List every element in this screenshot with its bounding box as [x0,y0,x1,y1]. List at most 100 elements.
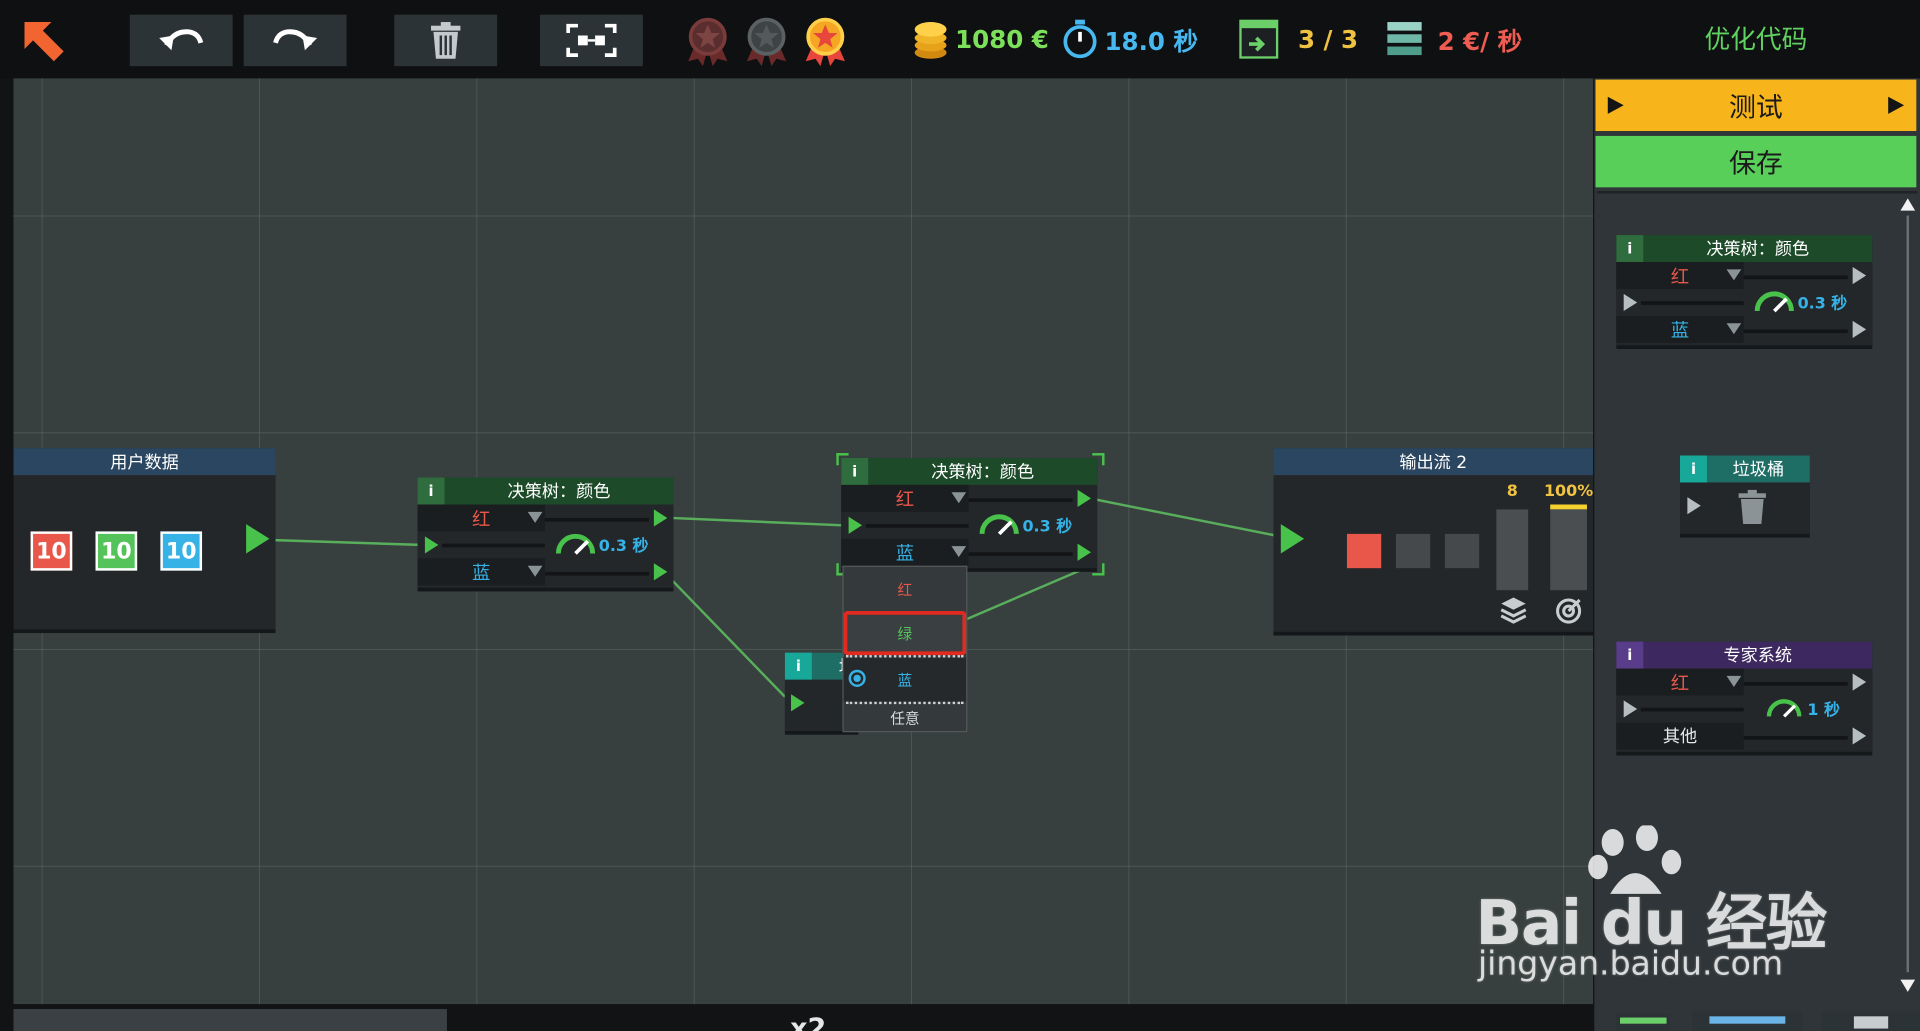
paw-icon [1588,825,1682,894]
dropdown-option-green[interactable]: 绿 [843,611,967,656]
link-tree2-output [1095,498,1280,538]
link-tree1-trash [670,578,786,698]
connection-lines [270,498,1280,698]
palette-tab-1[interactable] [1616,1013,1671,1031]
chevron-down-icon[interactable] [951,546,967,558]
bottom-input-bar[interactable] [13,1008,447,1031]
tree2-out2-port[interactable] [1077,543,1092,561]
color-dropdown[interactable]: 红 绿 蓝 任意 [842,565,968,733]
port-icon [1852,266,1867,285]
tree2-title: 决策树：颜色 [841,457,1098,485]
tree1-out1-port[interactable] [653,509,668,527]
flow-icon [1239,19,1279,59]
data-tile-red: 10 [30,531,73,571]
watermark-brand: Bai du 经验 [1475,887,1828,959]
dropdown-option-any[interactable]: 任意 [890,709,920,727]
fit-view-icon [566,23,617,57]
right-panel: 测试 保存 决策树：颜色 i 红 [1594,78,1920,1031]
speed-gauge-icon [1766,696,1803,720]
port-icon [1623,700,1638,718]
play-icon [1888,96,1905,114]
palette-expert-system[interactable]: 专家系统 i 红 1 秒 其他 [1616,641,1873,752]
info-icon[interactable]: i [1680,455,1707,483]
palette-expert-out2: 其他 [1616,722,1744,750]
info-icon[interactable]: i [1616,235,1644,263]
tree2-out1-port[interactable] [1077,489,1092,507]
tree2-input-port[interactable] [848,516,863,534]
info-icon[interactable]: i [784,652,812,680]
output-stream-node[interactable]: 输出流 2 8 100% [1273,448,1593,632]
chevron-down-icon[interactable] [951,492,967,504]
palette-expert-speed: 1 秒 [1807,701,1840,721]
percent-bar-fill [1550,504,1587,510]
optimize-code-button[interactable]: 优化代码 [1704,24,1808,54]
port-icon [1687,497,1701,515]
tree1-title: 决策树：颜色 [417,477,674,505]
test-button[interactable]: 测试 [1595,79,1917,132]
server-icon [1387,22,1422,56]
palette-scrollbar[interactable] [1900,198,1916,992]
save-button[interactable]: 保存 [1595,135,1917,188]
dropdown-option-red[interactable]: 红 [897,581,913,599]
output-input-port[interactable] [1280,524,1305,554]
timer-value: 18.0 秒 [1104,26,1198,56]
node-palette: 决策树：颜色 i 红 0.3 秒 蓝 垃圾桶 i [1596,191,1918,1031]
palette-tree-title: 决策树：颜色 [1616,235,1873,263]
dropdown-option-blue[interactable]: 蓝 [843,657,967,702]
output-percent: 100% [1543,482,1594,501]
user-data-node[interactable]: 用户数据 10 10 10 [13,448,276,630]
coins-stat: 1080 € [913,17,1049,61]
speed-gauge-icon [1753,289,1795,313]
percent-bar [1550,509,1587,591]
layers-icon [1500,597,1527,624]
medal-gold-icon [805,17,845,67]
fit-view-button[interactable] [540,14,643,67]
chevron-down-icon[interactable] [527,511,543,523]
palette-decision-tree[interactable]: 决策树：颜色 i 红 0.3 秒 蓝 [1616,235,1873,346]
link-userdata-tree1 [270,538,421,547]
palette-trash[interactable]: 垃圾桶 i [1680,455,1810,534]
data-tile-green: 10 [95,531,138,571]
top-bar: 1080 € 18.0 秒 3 / 3 2 €/ 秒 优化代码 [0,0,1920,79]
undo-button[interactable] [129,14,233,67]
progress-stat: 3 / 3 [1239,17,1358,61]
tree1-input-port[interactable] [424,536,439,554]
tree2-out2-label[interactable]: 蓝 [841,538,969,566]
palette-tree-out1: 红 [1616,262,1744,289]
chevron-down-icon[interactable] [527,565,543,577]
info-icon[interactable]: i [417,477,445,505]
rate-value: 2 €/ 秒 [1437,26,1523,56]
back-arrow-icon[interactable] [20,17,69,66]
rate-stat: 2 €/ 秒 [1386,17,1522,61]
radio-selected-icon [848,669,866,687]
link-tree2-trash [959,564,1092,624]
info-icon[interactable]: i [841,457,869,485]
coins-value: 1080 € [955,24,1049,54]
undo-icon [159,29,204,51]
palette-tab-3[interactable] [1822,1011,1920,1031]
redo-button[interactable] [243,14,347,67]
palette-tab-2[interactable] [1692,1011,1803,1031]
tree1-out2-label[interactable]: 蓝 [417,558,545,586]
tree2-out1-label[interactable]: 红 [841,484,969,512]
delete-button[interactable] [394,14,498,67]
palette-expert-out1: 红 [1616,668,1744,696]
node-canvas[interactable]: 用户数据 10 10 10 决策树：颜色 i 红 0.3 秒 蓝 [13,78,1594,1005]
chevron-down-icon [1726,269,1742,281]
expected-color-empty [1444,533,1480,569]
multiplier-label: x2 [790,1013,827,1031]
palette-expert-title: 专家系统 [1616,641,1873,669]
palette-tree-out2: 蓝 [1616,315,1744,343]
user-data-output-port[interactable] [246,524,270,554]
decision-tree-node-1[interactable]: 决策树：颜色 i 红 0.3 秒 蓝 [417,477,674,588]
watermark-url: jingyan.baidu.com [1477,945,1784,984]
speed-gauge-icon [978,512,1020,536]
tree1-out2-port[interactable] [653,563,668,581]
tree1-out1-label[interactable]: 红 [417,504,545,532]
trash-input-port[interactable] [791,694,805,712]
decision-tree-node-2[interactable]: 决策树：颜色 i 红 0.3 秒 蓝 [841,457,1098,569]
speed-multiplier[interactable]: x2 [710,1011,906,1031]
trash-icon [431,22,461,59]
info-icon[interactable]: i [1616,641,1644,669]
speed-gauge-icon [555,531,597,555]
